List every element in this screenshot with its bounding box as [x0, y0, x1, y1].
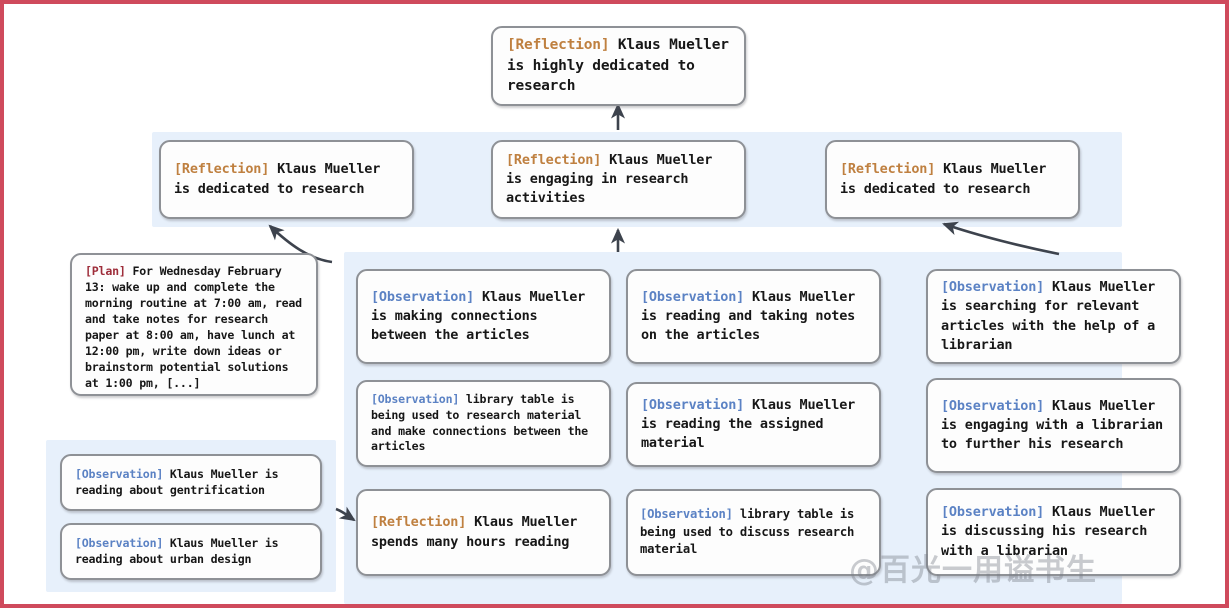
reflection-text: Klaus Mueller spends many hours reading	[371, 514, 578, 550]
watermark-text: @百光一用谥书生	[849, 553, 1097, 588]
observation-tag: [Observation]	[75, 466, 164, 481]
observation-text: Klaus Mueller is reading the assigned ma…	[641, 396, 856, 452]
left-observation-node-1[interactable]: [Observation] Klaus Mueller is reading a…	[60, 454, 322, 511]
reflection-text: Klaus Mueller is dedicated to research	[174, 161, 381, 197]
col3-observation-node-1[interactable]: [Observation] Klaus Mueller is searching…	[926, 269, 1181, 364]
col3-observation-node-2[interactable]: [Observation] Klaus Mueller is engaging …	[926, 378, 1181, 473]
reflection-tag: [Reflection]	[371, 514, 467, 531]
observation-text: Klaus Mueller is reading and taking note…	[641, 288, 856, 344]
col2-observation-node-2[interactable]: [Observation] Klaus Mueller is reading t…	[626, 382, 881, 467]
observation-text: library table is being used to research …	[371, 391, 588, 454]
col1-observation-node-1[interactable]: [Observation] Klaus Mueller is making co…	[356, 269, 611, 364]
root-reflection-text: Klaus Mueller is highly dedicated to res…	[507, 37, 729, 95]
observation-text: library table is being used to discuss r…	[640, 506, 855, 557]
reflection-tag: [Reflection]	[506, 151, 602, 168]
col3-observation-node-3[interactable]: [Observation] Klaus Mueller is discussin…	[926, 488, 1181, 576]
observation-text: Klaus Mueller is reading about urban des…	[75, 535, 279, 566]
col1-observation-node-2[interactable]: [Observation] library table is being use…	[356, 380, 611, 467]
observation-tag: [Observation]	[371, 391, 460, 406]
reflection-text: Klaus Mueller is dedicated to research	[840, 161, 1047, 197]
observation-tag: [Observation]	[75, 535, 164, 550]
observation-tag: [Observation]	[371, 288, 475, 305]
reflection-tag: [Reflection]	[174, 161, 270, 178]
observation-text: Klaus Mueller is engaging with a librari…	[941, 397, 1163, 453]
observation-text: Klaus Mueller is discussing his research…	[941, 504, 1156, 559]
plan-node[interactable]: [Plan] For Wednesday February 13: wake u…	[70, 253, 318, 396]
reflection-tag: [Reflection]	[507, 37, 610, 54]
observation-tag: [Observation]	[941, 279, 1045, 296]
reflection-node-1[interactable]: [Reflection] Klaus Mueller is dedicated …	[159, 140, 414, 219]
plan-text: For Wednesday February 13: wake up and c…	[85, 264, 302, 390]
observation-text: Klaus Mueller is making connections betw…	[371, 288, 586, 344]
left-observation-node-2[interactable]: [Observation] Klaus Mueller is reading a…	[60, 523, 322, 580]
observation-text: Klaus Mueller is reading about gentrific…	[75, 466, 279, 497]
observation-text: Klaus Mueller is searching for relevant …	[941, 279, 1156, 353]
reflection-tag: [Reflection]	[840, 161, 936, 178]
col2-observation-node-1[interactable]: [Observation] Klaus Mueller is reading a…	[626, 269, 881, 364]
observation-tag: [Observation]	[641, 288, 745, 305]
reflection-text: Klaus Mueller is engaging in research ac…	[506, 151, 713, 207]
observation-tag: [Observation]	[941, 397, 1045, 414]
root-reflection-node[interactable]: [Reflection] Klaus Mueller is highly ded…	[491, 26, 746, 106]
plan-tag: [Plan]	[85, 264, 126, 278]
reflection-node-3[interactable]: [Reflection] Klaus Mueller is dedicated …	[825, 140, 1080, 219]
observation-tag: [Observation]	[640, 506, 733, 521]
col2-observation-node-3[interactable]: [Observation] library table is being use…	[626, 489, 881, 576]
reflection-node-2[interactable]: [Reflection] Klaus Mueller is engaging i…	[491, 140, 746, 219]
observation-tag: [Observation]	[641, 396, 745, 413]
col1-reflection-node[interactable]: [Reflection] Klaus Mueller spends many h…	[356, 489, 611, 576]
arrow-col3-to-reflection3	[942, 221, 1060, 256]
observation-tag: [Observation]	[941, 504, 1045, 521]
